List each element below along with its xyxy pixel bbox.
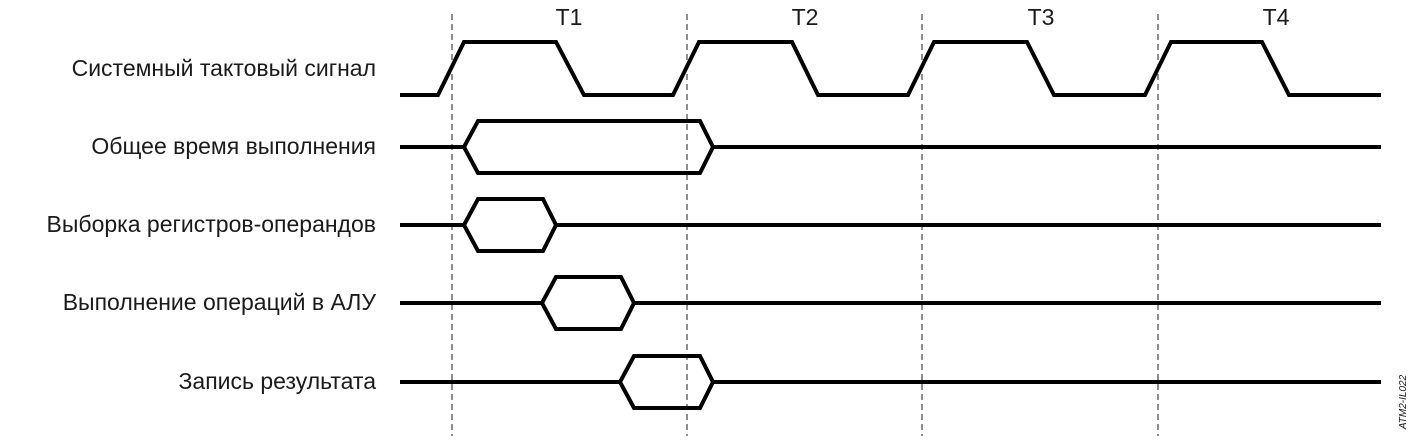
bus-cell: [461, 197, 559, 253]
figure-code: ATM2-IL022: [1398, 374, 1409, 430]
alu-operation-waveform: [400, 275, 1381, 331]
period-label-t1: T1: [556, 4, 583, 30]
period-label-t2: T2: [792, 4, 819, 30]
signal-label-alu-operation: Выполнение операций в АЛУ: [63, 289, 377, 315]
clock-waveform: [400, 40, 1381, 97]
signal-label-result-write: Запись результата: [179, 368, 377, 394]
signal-label-system-clock: Системный тактовый сигнал: [72, 55, 376, 81]
signal-labels: Системный тактовый сигнал Общее время вы…: [47, 55, 377, 394]
bus-cell: [539, 275, 637, 331]
bus-cell: [461, 119, 716, 175]
period-labels: T1 T2 T3 T4: [556, 4, 1290, 30]
operand-fetch-waveform: [400, 197, 1381, 253]
signal-label-operand-register-fetch: Выборка регистров-операндов: [47, 211, 376, 237]
period-label-t4: T4: [1263, 4, 1290, 30]
result-write-waveform: [400, 354, 1381, 410]
total-execution-waveform: [400, 119, 1381, 175]
period-label-t3: T3: [1028, 4, 1055, 30]
bus-cell: [617, 354, 716, 410]
signal-label-total-execution-time: Общее время выполнения: [91, 133, 376, 159]
